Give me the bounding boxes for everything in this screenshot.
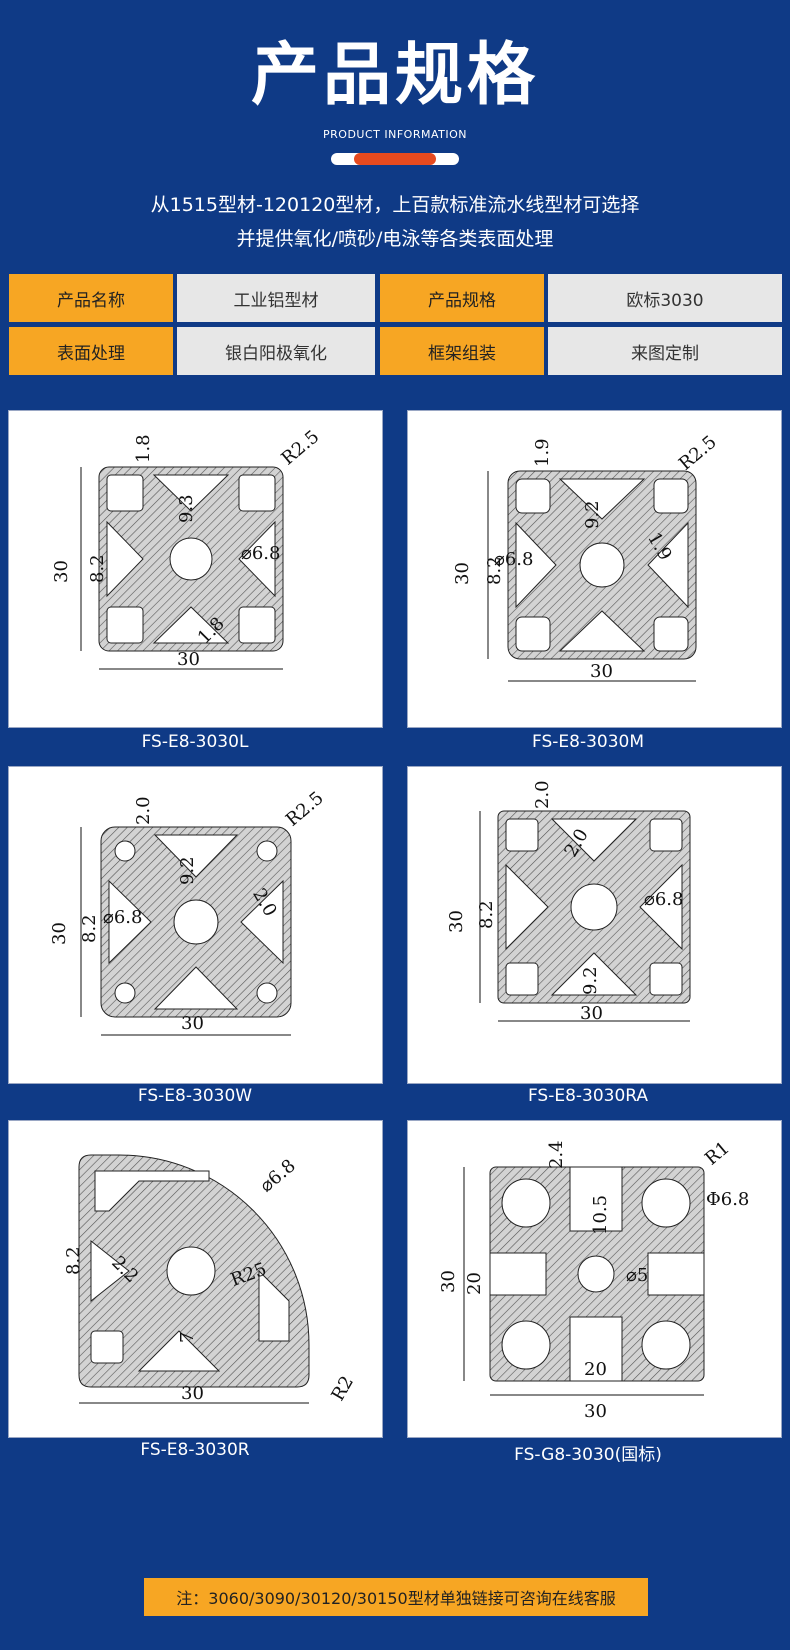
product-card-G8-3030: 2.4 R1 10.5 Φ6.8 30 20 ⌀5 20 30 [407, 1120, 782, 1438]
dim-label: 2.0 [133, 796, 154, 825]
page-subtitle: PRODUCT INFORMATION [323, 128, 467, 141]
dim-label: 9.2 [580, 966, 601, 995]
dim-label: 30 [51, 560, 72, 583]
dim-label: 10.5 [590, 1195, 611, 1235]
product-card-3030W: 2.0 R2.5 9.2 30 8.2 ⌀6.8 2.0 30 [8, 766, 383, 1084]
dim-label: 8.2 [87, 554, 108, 583]
spec-value: 欧标3030 [548, 274, 782, 322]
profile-drawing [507, 470, 697, 660]
dim-label: 30 [584, 1401, 607, 1422]
spec-product-name: 产品名称 工业铝型材 [9, 274, 375, 322]
intro-line-1: 从1515型材-120120型材，上百款标准流水线型材可选择 [150, 194, 640, 216]
profile-drawing [100, 826, 292, 1018]
product-card-3030L: 1.8 R2.5 9.3 30 8.2 ⌀6.8 1.8 30 [8, 410, 383, 728]
product-model-label: FS-E8-3030W [137, 1086, 253, 1106]
dim-label: 30 [446, 910, 467, 933]
spec-value: 银白阳极氧化 [177, 327, 375, 375]
spec-key: 框架组装 [380, 327, 544, 375]
product-card-3030R: ⌀6.8 8.2 2.2 R25 7 30 R2 [8, 1120, 383, 1438]
dim-label: R2 [327, 1372, 358, 1404]
dim-label: ⌀6.8 [241, 543, 280, 564]
dim-label: R1 [701, 1137, 734, 1169]
product-model-label: FS-E8-3030R [140, 1440, 250, 1460]
profile-drawing [489, 1166, 705, 1382]
dim-label: 20 [584, 1359, 607, 1380]
dim-label: 9.2 [582, 500, 603, 529]
product-model-label: FS-G8-3030(国标) [514, 1445, 662, 1465]
spec-frame-assembly: 框架组装 来图定制 [380, 327, 782, 375]
spec-key: 产品规格 [380, 274, 544, 322]
spec-product-spec: 产品规格 欧标3030 [380, 274, 782, 322]
dim-label: 30 [580, 1003, 603, 1024]
dim-label: 30 [438, 1270, 459, 1293]
dim-label: 1.9 [532, 438, 553, 467]
page-title: 产品规格 [250, 36, 539, 115]
dim-label: 8.2 [476, 900, 497, 929]
dim-label: 7 [177, 1332, 198, 1343]
product-card-3030M: 1.9 R2.5 9.2 30 8.2 ⌀6.8 1.9 30 [407, 410, 782, 728]
product-card-3030RA: 2.0 2.0 30 8.2 ⌀6.8 9.2 30 [407, 766, 782, 1084]
dim-label: 2.4 [546, 1140, 567, 1169]
dim-label: 8.2 [63, 1246, 84, 1275]
dim-label: 30 [181, 1383, 204, 1404]
dim-label: 2.0 [532, 780, 553, 809]
intro-line-2: 并提供氧化/喷砂/电泳等各类表面处理 [236, 228, 554, 250]
dim-label: 1.8 [133, 434, 154, 463]
dim-label: R2.5 [277, 426, 323, 469]
dim-label: 8.2 [484, 556, 505, 585]
dim-label: Φ6.8 [706, 1189, 749, 1210]
dim-label: 20 [464, 1272, 485, 1295]
dim-label: R2.5 [675, 432, 721, 475]
dim-label: 9.2 [177, 856, 198, 885]
spec-key: 表面处理 [9, 327, 173, 375]
dim-label: ⌀6.8 [103, 907, 142, 928]
dim-label: 8.2 [79, 914, 100, 943]
title-decoration-accent [354, 153, 436, 165]
profile-drawing [497, 810, 691, 1004]
dim-label: ⌀6.8 [644, 889, 683, 910]
dim-label: ⌀6.8 [494, 549, 533, 570]
spec-surface-treatment: 表面处理 银白阳极氧化 [9, 327, 375, 375]
dim-label: R2.5 [282, 788, 328, 831]
dim-label: ⌀5 [626, 1265, 648, 1286]
spec-key: 产品名称 [9, 274, 173, 322]
profile-drawing [98, 466, 284, 652]
dim-label: 30 [177, 649, 200, 670]
dim-label: 30 [452, 562, 473, 585]
dim-label: 9.3 [176, 494, 197, 523]
dim-label: 30 [590, 661, 613, 682]
dim-label: 30 [181, 1013, 204, 1034]
profile-drawing [78, 1154, 310, 1388]
product-model-label: FS-E8-3030M [531, 732, 645, 752]
spec-value: 工业铝型材 [177, 274, 375, 322]
dim-label: 30 [49, 922, 70, 945]
dim-label: ⌀6.8 [256, 1155, 300, 1196]
spec-value: 来图定制 [548, 327, 782, 375]
product-model-label: FS-E8-3030RA [527, 1086, 649, 1106]
footer-note: 注：3060/3090/30120/30150型材单独链接可咨询在线客服 [144, 1578, 648, 1616]
product-model-label: FS-E8-3030L [141, 732, 249, 752]
